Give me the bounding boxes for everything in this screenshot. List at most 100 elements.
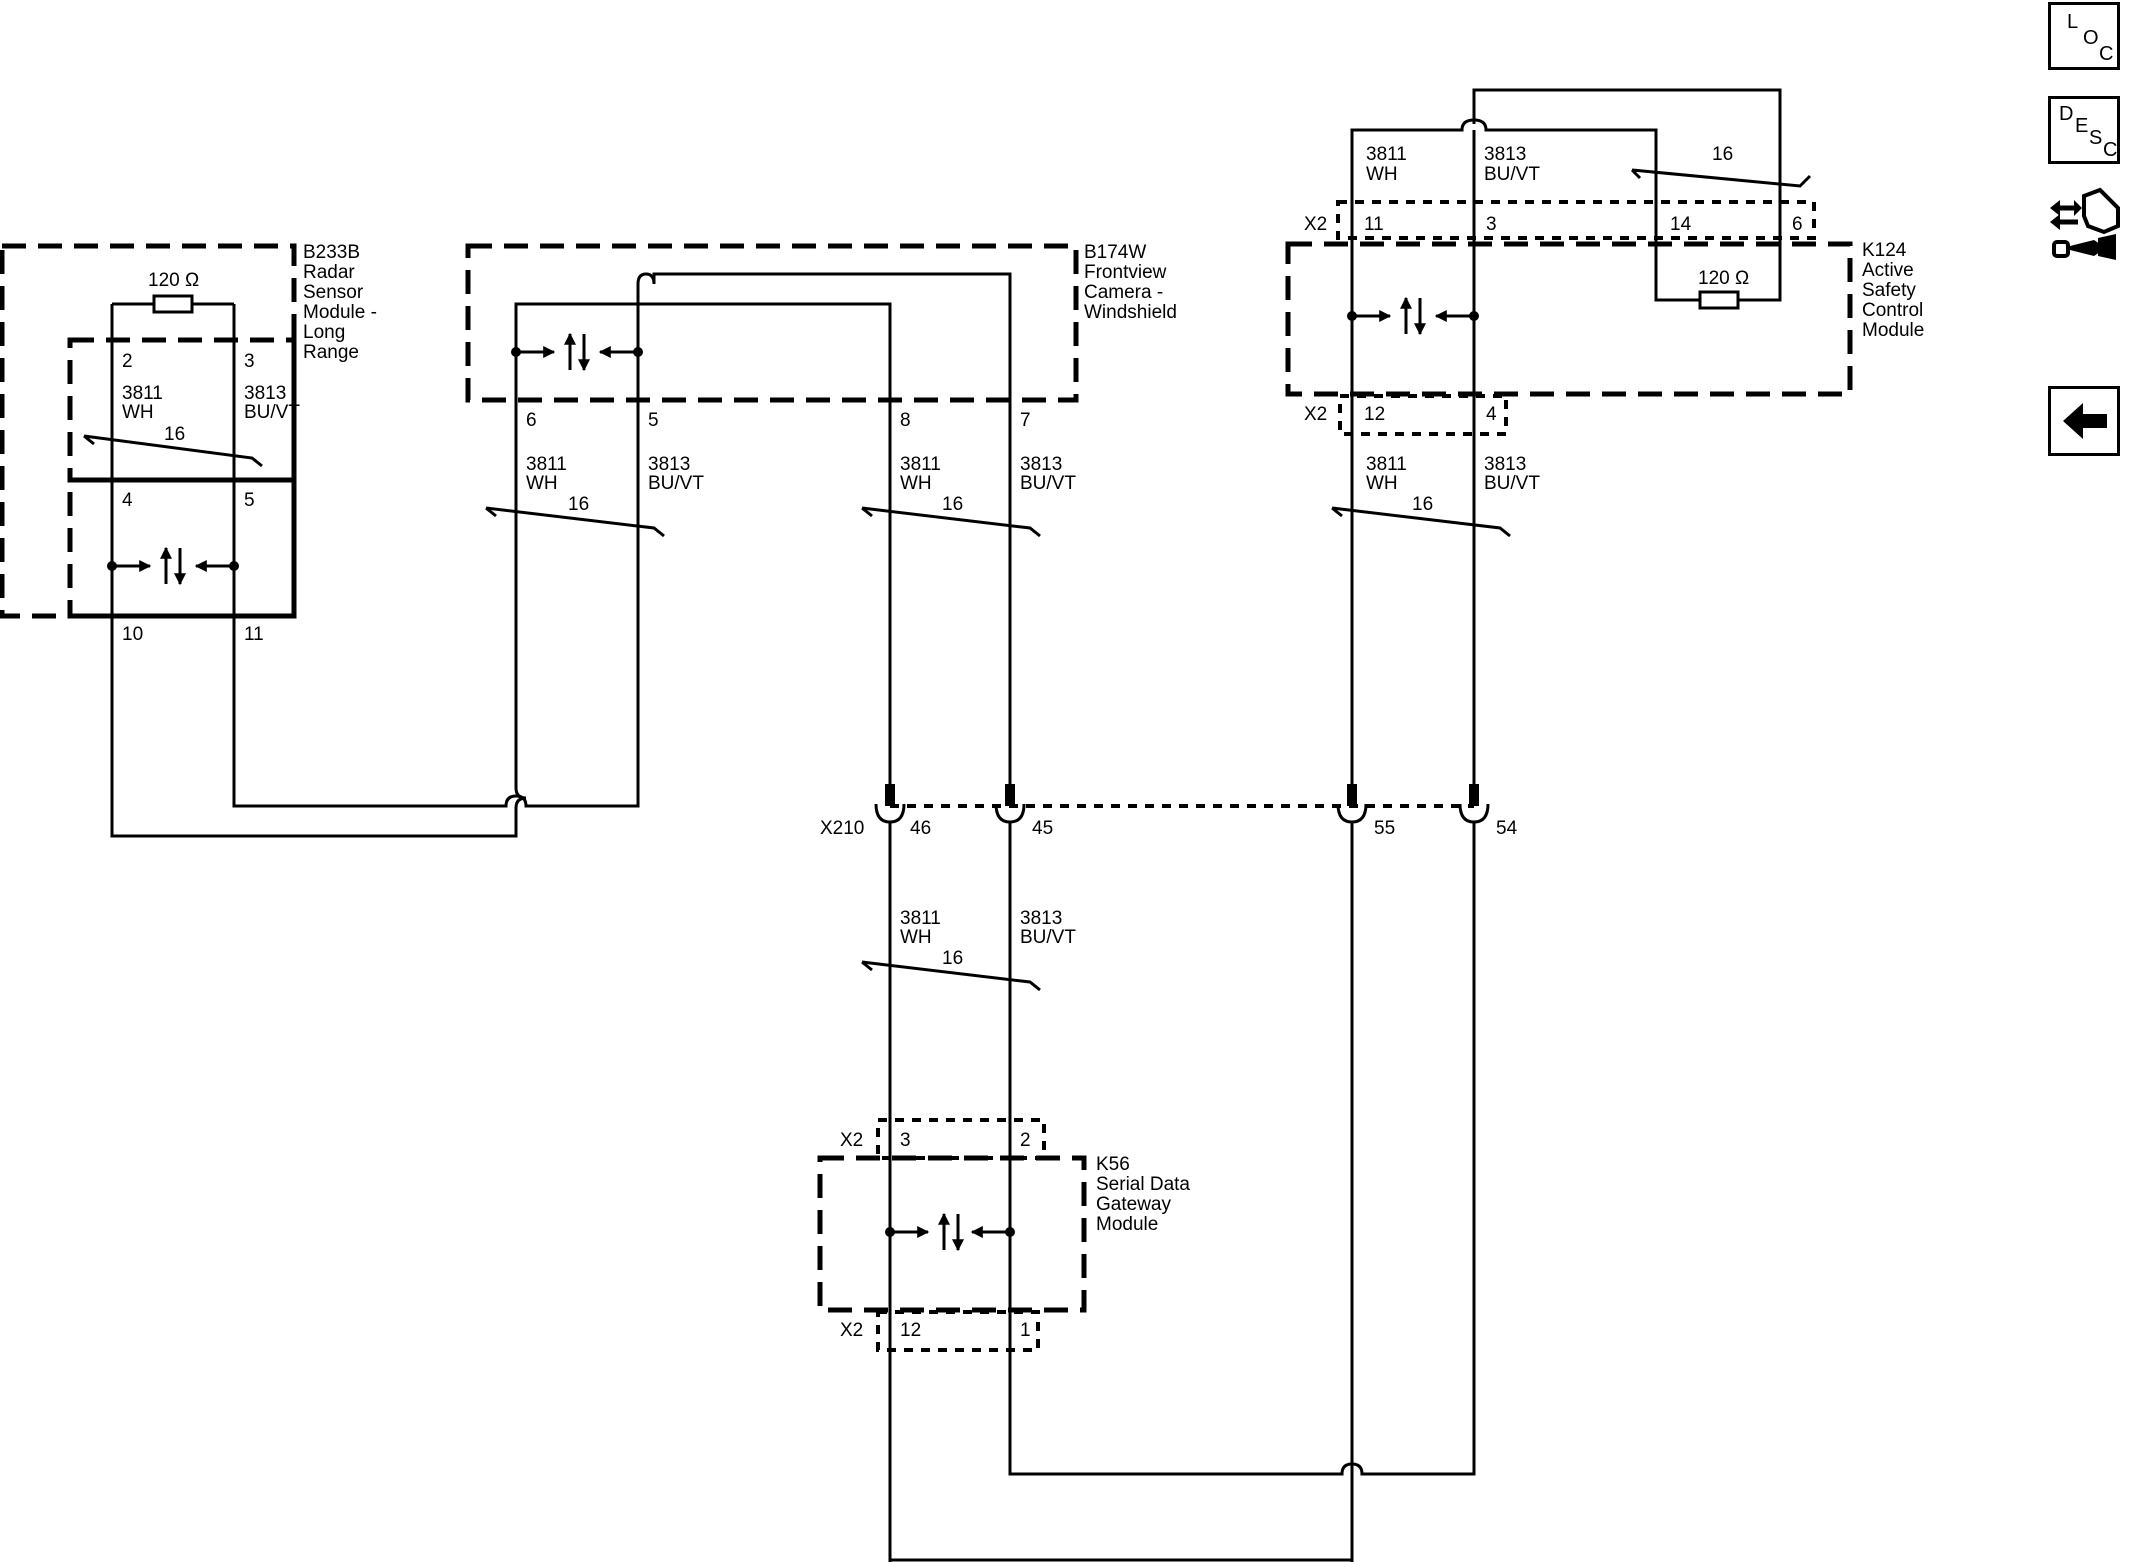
schematic-label: Long (303, 322, 345, 343)
b233b-twist-mark (83, 434, 263, 468)
location-button[interactable]: L O C (2048, 2, 2120, 70)
k56-x2-bottom-connector (876, 1310, 1040, 1352)
schematic-label: BU/VT (1484, 164, 1540, 185)
schematic-label: 11 (244, 624, 264, 645)
b174w-wh-internal (514, 302, 892, 800)
k56-label: K56 Serial Data Gateway Module (1096, 1154, 1190, 1235)
schematic-label: 16 (568, 494, 589, 515)
x210-terminals (874, 784, 1490, 824)
schematic-label: 16 (164, 424, 185, 445)
schematic-label: 120 Ω (1698, 268, 1749, 289)
schematic-label: Windshield (1084, 302, 1177, 323)
schematic-label: 1 (1020, 1320, 1031, 1341)
schematic-label: Gateway (1096, 1194, 1171, 1215)
schematic-label: WH (1366, 473, 1398, 494)
b233b-module: B233B Radar Sensor Module - Long Range 1… (0, 242, 377, 645)
schematic-label: 10 (122, 624, 143, 645)
schematic-label: X2 (840, 1320, 863, 1341)
schematic-label: K124 (1862, 240, 1907, 261)
schematic-label: 46 (910, 818, 931, 839)
schematic-label: Range (303, 342, 359, 363)
back-button[interactable] (2048, 386, 2120, 456)
schematic-label: BU/VT (1020, 927, 1076, 948)
loc-letter: O (2083, 27, 2099, 49)
k124-transceiver-icon (1347, 296, 1479, 336)
schematic-label: WH (122, 402, 154, 423)
schematic-label: X210 (820, 818, 864, 839)
schematic-label: WH (900, 473, 932, 494)
schematic-label: BU/VT (244, 402, 300, 423)
wire-3813-b233b-b174w (232, 352, 640, 808)
connector-tool-button[interactable] (2048, 186, 2120, 278)
b233b-resistor: 120 Ω (110, 270, 236, 566)
b233b-outline (0, 243, 297, 619)
loc-letter: C (2099, 43, 2114, 65)
schematic-label: 11 (1364, 214, 1384, 235)
wire-3811-b233b-b174w (110, 352, 527, 838)
schematic-label: BU/VT (648, 473, 704, 494)
schematic-label: Control (1862, 300, 1923, 321)
schematic-label: 8 (900, 410, 911, 431)
schematic-label: 45 (1032, 818, 1053, 839)
b233b-label: B233B Radar Sensor Module - Long Range (303, 242, 377, 363)
schematic-label: 3813 (244, 383, 286, 404)
k56-module: K56 Serial Data Gateway Module X2 3 2 X2… (817, 1118, 1190, 1352)
schematic-label: 3811 (900, 908, 941, 929)
schematic-label: 5 (648, 410, 659, 431)
schematic-label: 3811 (1366, 454, 1407, 475)
desc-letter: S (2089, 127, 2103, 149)
schematic-label: 12 (900, 1320, 921, 1341)
k124-top-twist-mark (1630, 168, 1812, 188)
schematic-label: 54 (1496, 818, 1518, 839)
schematic-label: X2 (1304, 404, 1327, 425)
schematic-label: 16 (942, 494, 963, 515)
loc-letter: L (2067, 11, 2079, 33)
b174w-transceiver-icon (511, 332, 643, 372)
desc-letter: C (2103, 139, 2118, 161)
schematic-label: 3 (900, 1130, 911, 1151)
k56-outline (817, 1155, 1087, 1313)
x210-connector: X210 46 45 55 54 (820, 784, 1518, 839)
b233b-transceiver-outline (67, 477, 297, 619)
schematic-label: 3811 (122, 383, 163, 404)
k124-module: K124 Active Safety Control Module 3811 W… (1285, 88, 1924, 436)
schematic-label: K56 (1096, 1154, 1130, 1175)
wire-3813-loop (1008, 822, 1476, 1476)
schematic-label: X2 (840, 1130, 863, 1151)
k124-outline (1285, 241, 1853, 397)
schematic-label: 55 (1374, 818, 1395, 839)
schematic-label: 3 (1486, 214, 1497, 235)
schematic-label: WH (526, 473, 558, 494)
schematic-label: 3811 (526, 454, 567, 475)
schematic-label: Module - (303, 302, 377, 323)
schematic-label: X2 (1304, 214, 1327, 235)
schematic-label: Module (1862, 320, 1924, 341)
b174w-right-twist-mark (861, 506, 1041, 538)
schematic-label: 2 (1020, 1130, 1031, 1151)
schematic-label: 14 (1670, 214, 1692, 235)
x210-k56-twist-mark (861, 960, 1041, 992)
k124-label: K124 Active Safety Control Module (1862, 240, 1924, 341)
schematic-label: Module (1096, 1214, 1158, 1235)
description-button[interactable]: D E S C (2048, 96, 2120, 164)
schematic-label: WH (1366, 164, 1398, 185)
schematic-label: 120 Ω (148, 270, 199, 291)
schematic-label: 16 (1712, 144, 1733, 165)
b174w-label: B174W Frontview Camera - Windshield (1084, 242, 1177, 323)
desc-letter: D (2059, 103, 2074, 125)
b174w-left-twist-mark (485, 506, 665, 538)
schematic-label: BU/VT (1484, 473, 1540, 494)
schematic-label: 4 (1486, 404, 1497, 425)
schematic-label: 3813 (1484, 144, 1526, 165)
b174w-outline (465, 243, 1079, 403)
schematic-label: 5 (244, 490, 255, 511)
schematic-label: Serial Data (1096, 1174, 1190, 1195)
schematic-label: WH (900, 927, 932, 948)
schematic-label: Camera - (1084, 282, 1163, 303)
k124-top-wire (1350, 118, 1700, 316)
schematic-label: 6 (1792, 214, 1803, 235)
schematic-label: 3811 (900, 454, 941, 475)
schematic-label: 4 (122, 490, 133, 511)
b174w-bu-internal (636, 272, 1012, 800)
k124-resistor: 120 Ω (1656, 268, 1780, 310)
